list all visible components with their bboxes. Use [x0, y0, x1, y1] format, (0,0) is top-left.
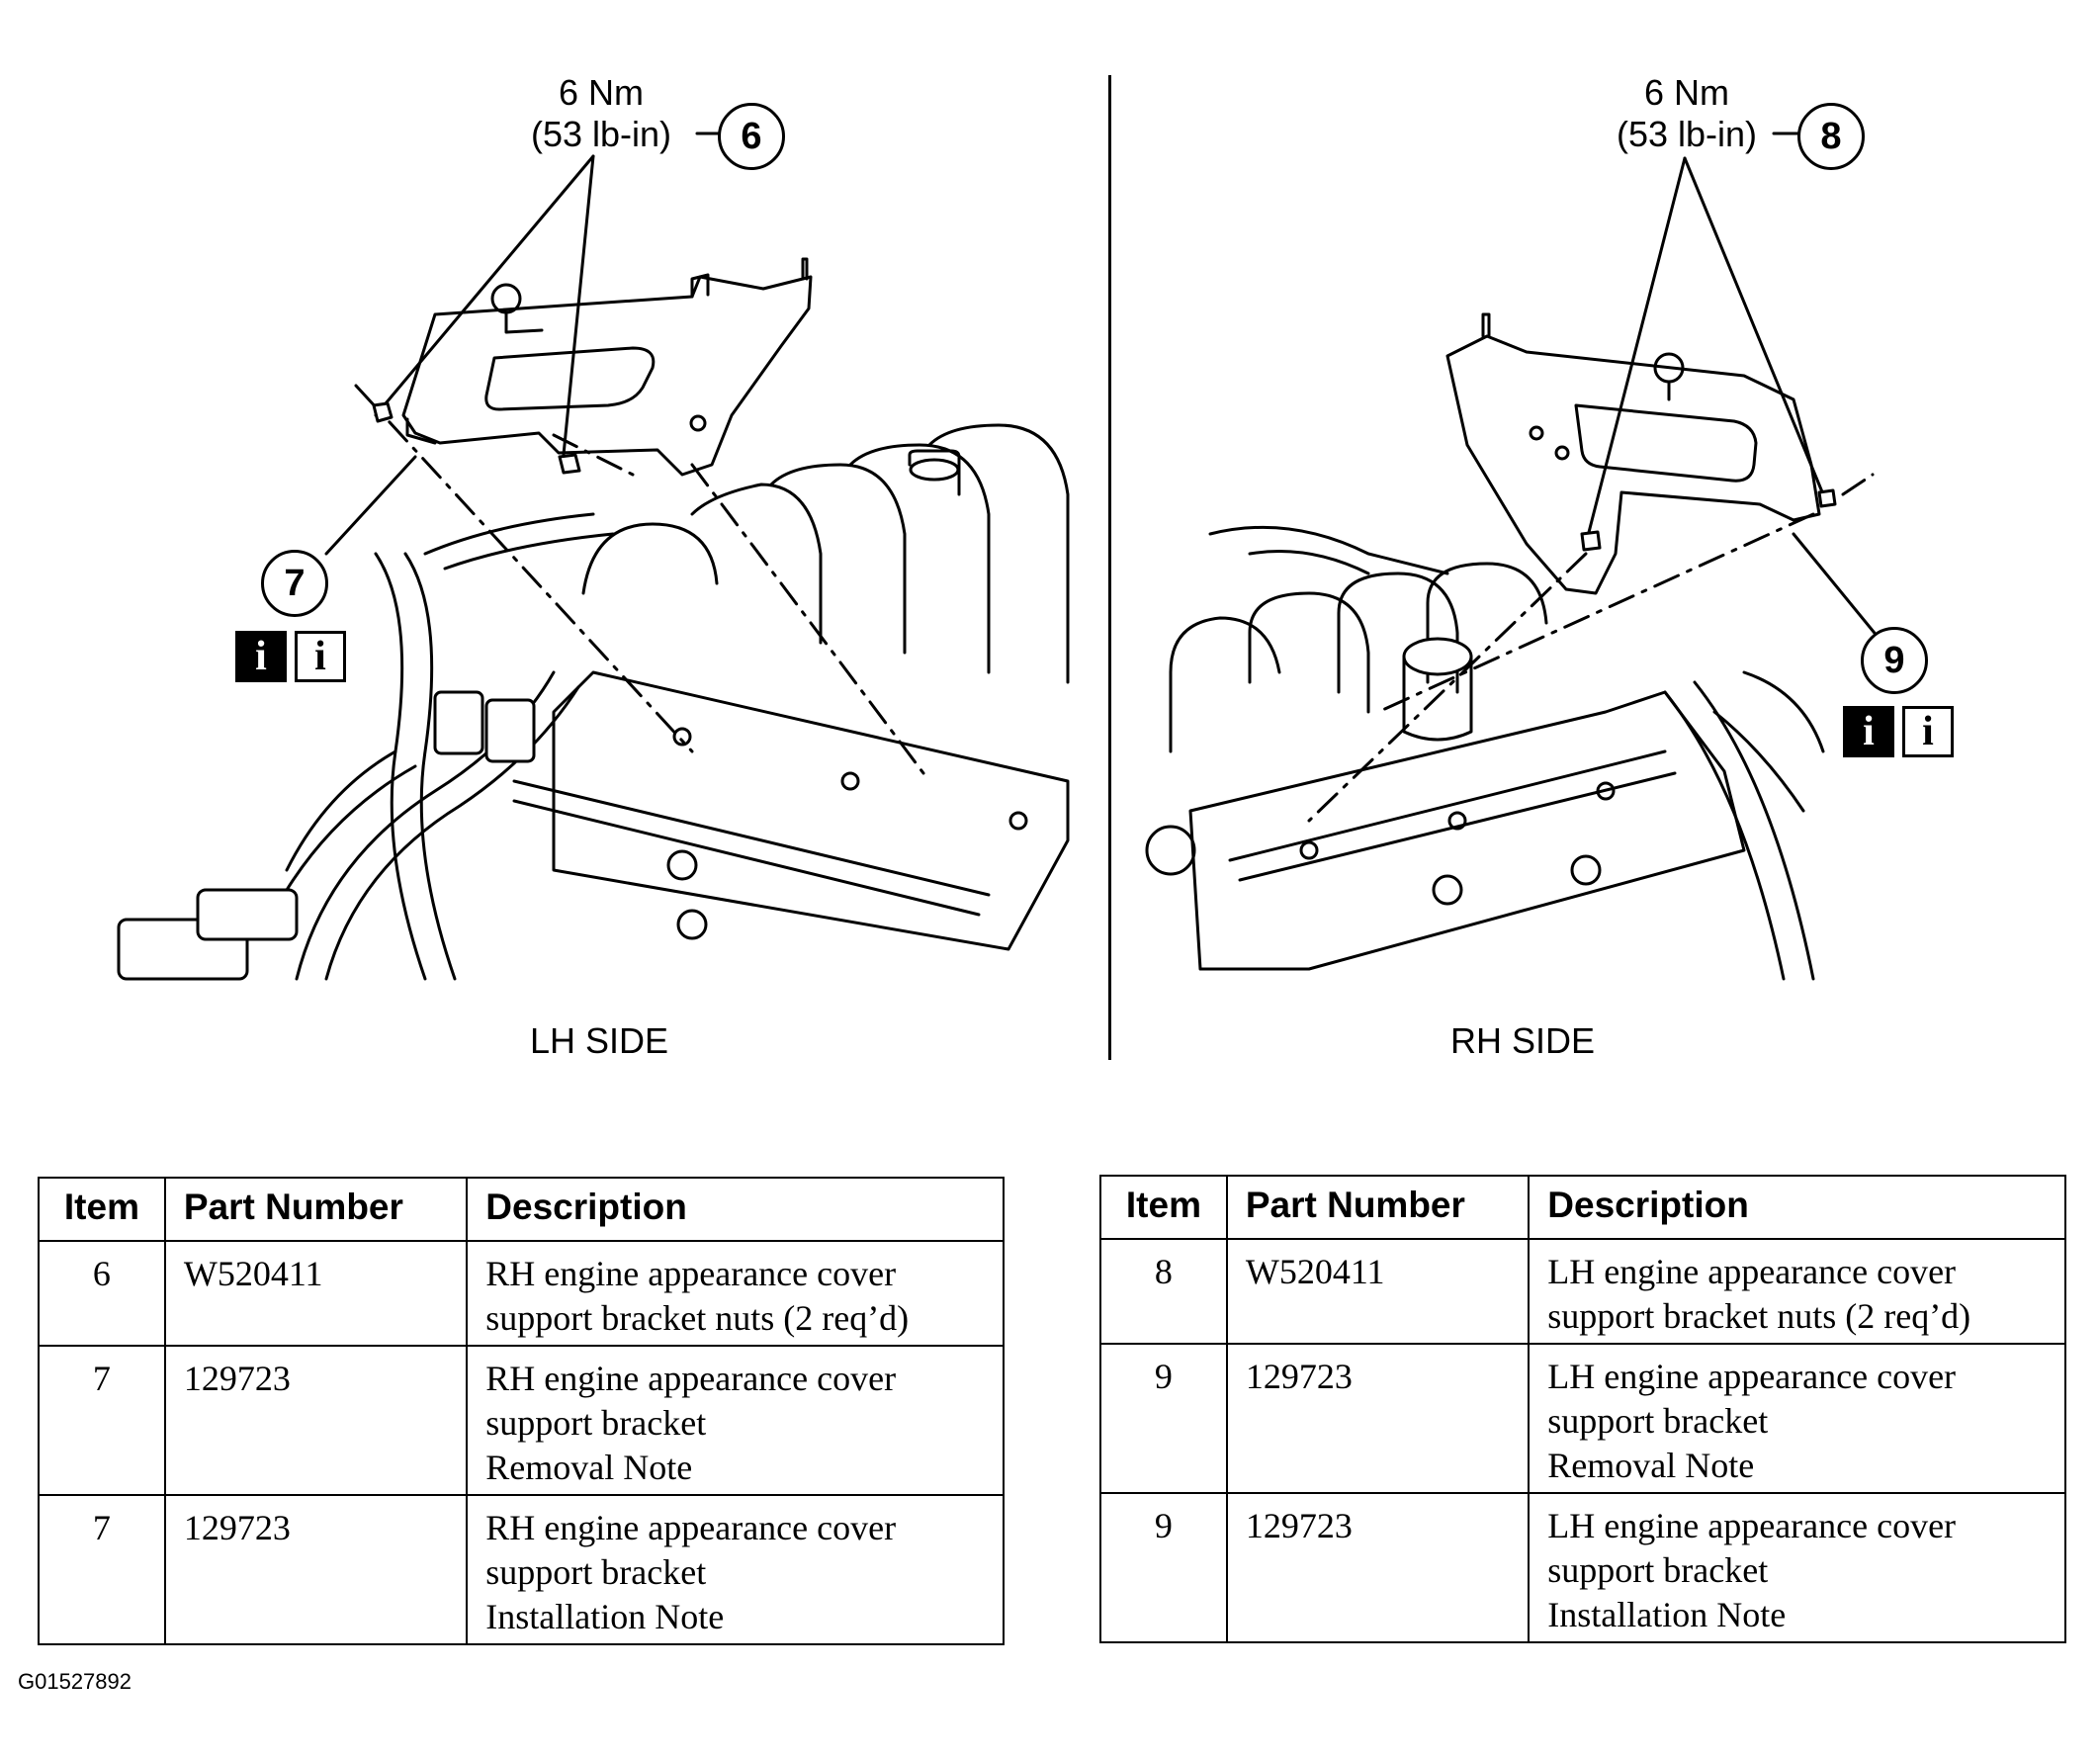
rh-hoses-harness — [1208, 525, 1825, 981]
cell-description: LH engine appearance cover support brack… — [1528, 1343, 2066, 1494]
removal-note-link[interactable]: Removal Note — [1547, 1446, 1755, 1485]
description-line: support bracket nuts (2 req’d) — [485, 1298, 910, 1338]
rh-valve-cover — [1145, 690, 1746, 971]
callout-9: 9 — [1861, 627, 1928, 694]
description-line: support bracket — [485, 1403, 707, 1443]
description-line: RH engine appearance cover — [485, 1508, 897, 1547]
rh-support-bracket — [1445, 312, 1821, 595]
description-line: LH engine appearance cover — [1547, 1357, 1957, 1396]
rh-torque-lbin-label: (53 lb-in) — [1598, 115, 1776, 154]
cell-item: 9 — [1099, 1492, 1228, 1643]
rh-torque-label: 6 Nm — [1598, 73, 1776, 113]
table-row: 9 129723 LH engine appearance cover supp… — [1099, 1492, 2066, 1643]
header-part-number: Part Number — [163, 1177, 469, 1242]
cell-item: 9 — [1099, 1343, 1228, 1494]
parts-table-left: Item Part Number Description 6 W520411 R… — [38, 1177, 1005, 1645]
header-description: Description — [466, 1177, 1005, 1242]
cell-part-number: W520411 — [163, 1240, 469, 1347]
description-line: RH engine appearance cover — [485, 1359, 897, 1398]
lh-torque-lbin: (53 lb-in) — [530, 114, 672, 154]
description-line: LH engine appearance cover — [1547, 1252, 1957, 1291]
cell-description: RH engine appearance cover support brack… — [466, 1494, 1005, 1645]
cell-part-number: 129723 — [163, 1345, 469, 1496]
cell-description: RH engine appearance cover support brack… — [466, 1345, 1005, 1496]
header-description: Description — [1528, 1175, 2066, 1240]
rh-intake-manifold — [1169, 562, 1548, 753]
lh-side-label: LH SIDE — [529, 1020, 669, 1061]
table-header-row: Item Part Number Description — [1099, 1175, 2066, 1240]
rh-nut — [1580, 488, 1837, 552]
lh-torque-lbin-label: (53 lb-in) — [512, 115, 690, 154]
lh-valve-cover — [512, 670, 1070, 951]
rh-torque-nm: 6 Nm — [1643, 72, 1729, 113]
info-solid-icon[interactable]: i — [235, 631, 287, 682]
table-header-row: Item Part Number Description — [38, 1177, 1005, 1242]
info-solid-icon[interactable]: i — [1843, 706, 1894, 757]
info-outline-icon[interactable]: i — [295, 631, 346, 682]
cell-item: 8 — [1099, 1238, 1228, 1345]
description-line: LH engine appearance cover — [1547, 1506, 1957, 1545]
table-row: 8 W520411 LH engine appearance cover sup… — [1099, 1238, 2066, 1345]
rh-install-axis — [1307, 473, 1875, 823]
header-item: Item — [1099, 1175, 1228, 1240]
lh-torque-label: 6 Nm — [512, 73, 690, 113]
description-line: support bracket nuts (2 req’d) — [1547, 1296, 1971, 1336]
removal-note-link[interactable]: Removal Note — [485, 1448, 693, 1487]
callout-7: 7 — [261, 550, 328, 617]
installation-note-link[interactable]: Installation Note — [1547, 1595, 1787, 1634]
lh-torque-nm: 6 Nm — [558, 72, 644, 113]
rh-info-icons: i i — [1843, 706, 1954, 757]
description-line: support bracket — [485, 1552, 707, 1592]
description-line: support bracket — [1547, 1401, 1769, 1441]
cell-description: LH engine appearance cover support brack… — [1528, 1238, 2066, 1345]
cell-part-number: 129723 — [163, 1494, 469, 1645]
view-divider — [1108, 75, 1111, 1060]
rh-torque-lbin: (53 lb-in) — [1616, 114, 1758, 154]
lh-intake-manifold — [581, 423, 1070, 684]
cell-part-number: 129723 — [1225, 1343, 1531, 1494]
lh-engine-illustration — [117, 132, 1070, 981]
description-line: RH engine appearance cover — [485, 1254, 897, 1293]
lh-support-bracket — [401, 257, 813, 477]
cell-item: 7 — [38, 1494, 166, 1645]
cell-description: RH engine appearance cover support brack… — [466, 1240, 1005, 1347]
description-line: support bracket — [1547, 1550, 1769, 1590]
lh-leader-lines — [324, 132, 734, 556]
header-item: Item — [38, 1177, 166, 1242]
info-outline-icon[interactable]: i — [1902, 706, 1954, 757]
rh-leader-lines — [1584, 132, 1884, 645]
rh-engine-illustration — [1145, 132, 1884, 981]
parts-table-right: Item Part Number Description 8 W520411 L… — [1099, 1175, 2066, 1643]
lh-nut — [372, 401, 581, 475]
lh-install-axis — [354, 384, 931, 783]
cell-item: 6 — [38, 1240, 166, 1347]
installation-note-link[interactable]: Installation Note — [485, 1597, 725, 1636]
figure-id: G01527892 — [18, 1669, 131, 1694]
table-row: 6 W520411 RH engine appearance cover sup… — [38, 1240, 1005, 1347]
cell-description: LH engine appearance cover support brack… — [1528, 1492, 2066, 1643]
table-row: 7 129723 RH engine appearance cover supp… — [38, 1494, 1005, 1645]
table-row: 9 129723 LH engine appearance cover supp… — [1099, 1343, 2066, 1494]
cell-part-number: 129723 — [1225, 1492, 1531, 1643]
table-row: 7 129723 RH engine appearance cover supp… — [38, 1345, 1005, 1496]
rh-side-label: RH SIDE — [1449, 1020, 1596, 1061]
cell-part-number: W520411 — [1225, 1238, 1531, 1345]
header-part-number: Part Number — [1225, 1175, 1531, 1240]
callout-6: 6 — [718, 103, 785, 170]
lh-info-icons: i i — [235, 631, 346, 682]
callout-8: 8 — [1797, 103, 1865, 170]
lh-connectors — [117, 690, 536, 981]
cell-item: 7 — [38, 1345, 166, 1496]
